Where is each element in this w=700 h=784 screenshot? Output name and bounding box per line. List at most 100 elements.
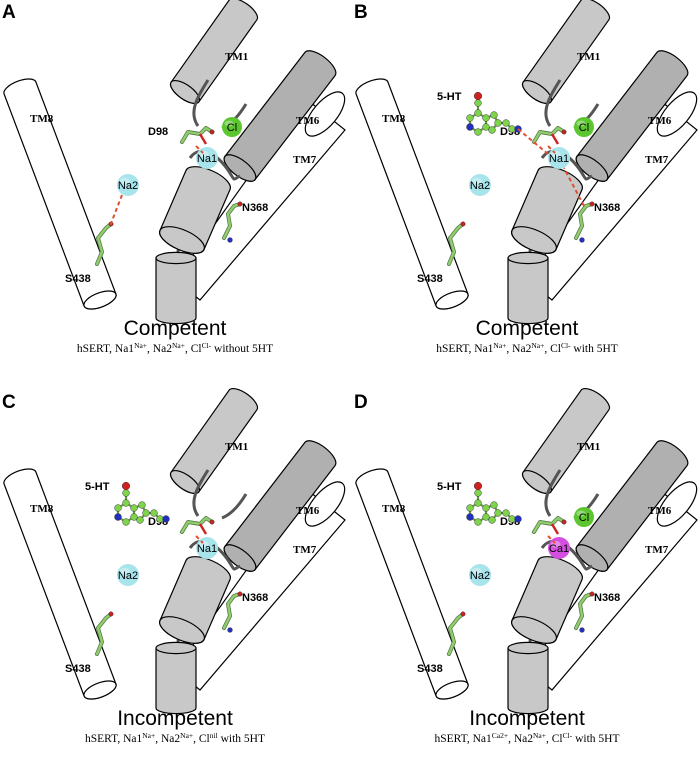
state-label: Competent: [124, 317, 227, 340]
serotonin-hydroxyl-oxygen-atom: [473, 91, 483, 101]
serotonin-carbon-atom: [142, 509, 150, 517]
na2-ion-label: Na2: [470, 180, 490, 192]
serotonin-carbon-atom: [150, 509, 158, 517]
panel-b: BTM8TM7TM1TM6D98Na1ClNa2S438N3685-HTComp…: [354, 0, 698, 355]
d98-oxygen-atom: [209, 519, 215, 525]
serotonin-carbon-atom: [474, 489, 482, 497]
tm1-label: TM1: [577, 51, 600, 63]
caption-text: with 5HT: [218, 733, 265, 745]
s438-label: S438: [417, 663, 443, 675]
tm6-label: TM6: [296, 505, 320, 517]
serotonin-molecule: [114, 481, 170, 526]
d98-carboxyl-bond: [550, 523, 560, 535]
tm1-helix: [521, 0, 611, 105]
tm8-label: TM8: [30, 113, 54, 125]
tm8-label: TM8: [382, 503, 406, 515]
na2-ion: Na2: [117, 564, 139, 586]
caption-text: , Cl: [544, 343, 561, 355]
na2-ion-label: Na2: [118, 570, 138, 582]
panel-letter: B: [354, 2, 368, 23]
bond-s438-na2: [109, 194, 123, 227]
tm1-helix: [521, 387, 611, 495]
tm6-helix: [575, 50, 689, 182]
serotonin-carbon-atom: [136, 516, 144, 524]
tm1-loop: [544, 79, 562, 127]
tm7-helix: [526, 481, 698, 691]
serotonin-carbon-atom: [122, 499, 130, 507]
tm6-helix: [223, 440, 337, 572]
caption-superscript: Na+: [493, 341, 506, 350]
tm1b-helix: [159, 166, 231, 254]
n368-oxygen-atom: [237, 591, 243, 597]
state-label: Competent: [476, 317, 579, 340]
serotonin-carbon-atom: [122, 518, 130, 526]
serotonin-amine-nitrogen-atom: [162, 515, 170, 523]
tm7-helix: [174, 481, 346, 691]
d98-residue: [180, 516, 215, 535]
n368-nitrogen-atom: [579, 237, 585, 243]
d98-carboxyl-bond: [198, 133, 208, 145]
serotonin-ring-nitrogen-atom: [466, 123, 474, 131]
caption-superscript: nil: [210, 731, 218, 740]
serotonin-label: 5-HT: [85, 481, 110, 493]
chloride-ion: Cl: [574, 507, 594, 527]
s438-residue: [447, 611, 466, 656]
tm1-helix: [169, 387, 259, 495]
na2-ion-label: Na2: [470, 570, 490, 582]
site1-ion-label: Na1: [197, 153, 217, 165]
bond-d98-site1: [195, 145, 204, 154]
na2-ion: Na2: [469, 564, 491, 586]
site1-ion-label: Na1: [197, 543, 217, 555]
chloride-ion: Cl: [222, 117, 242, 137]
chloride-ion-label: Cl: [227, 122, 237, 134]
bond-d98-site1: [195, 535, 204, 544]
n368-residue: [574, 591, 595, 633]
serotonin-carbon-atom: [130, 513, 138, 521]
panel-a: ATM8TM7TM1TM6D98Na1ClNa2S438N368Competen…: [2, 0, 346, 355]
caption-text: , Na2: [508, 733, 533, 745]
serotonin-carbon-atom: [502, 119, 510, 127]
tm8-helix: [3, 78, 117, 310]
tm1b-helix: [159, 556, 231, 644]
condition-caption: hSERT, Na1Ca2+, Na2Na+, ClCl- with 5HT: [435, 731, 620, 745]
n368-residue: [574, 201, 595, 243]
caption-text: hSERT, Na1: [77, 343, 134, 355]
serotonin-carbon-atom: [502, 509, 510, 517]
na2-ion-label: Na2: [118, 180, 138, 192]
tm8-helix: [355, 468, 469, 700]
serotonin-carbon-atom: [114, 504, 122, 512]
caption-superscript: Na+: [180, 731, 193, 740]
d98-residue: [180, 126, 215, 145]
n368-label: N368: [594, 202, 620, 214]
site1-ion: Ca1: [548, 537, 570, 559]
tm6-label: TM6: [648, 115, 672, 127]
caption-text: with 5HT: [571, 343, 618, 355]
serotonin-carbon-atom: [482, 504, 490, 512]
caption-text: , Na2: [506, 343, 531, 355]
tm1-tm6-loop: [221, 493, 248, 520]
serotonin-carbon-atom: [488, 516, 496, 524]
panel-letter: D: [354, 392, 368, 413]
panel-c: CTM8TM7TM1TM6D98Na1Na2S438N3685-HTIncomp…: [2, 387, 346, 745]
panel-letter: A: [2, 2, 16, 23]
tm8-label: TM8: [30, 503, 54, 515]
serotonin-carbon-atom: [130, 504, 138, 512]
state-label: Incompetent: [117, 707, 233, 730]
tm1-helix: [169, 0, 259, 105]
bond-n368-site1: [563, 167, 585, 207]
caption-text: , Cl: [185, 343, 202, 355]
s438-residue: [447, 221, 466, 266]
caption-text: , Cl: [546, 733, 563, 745]
state-label: Incompetent: [469, 707, 585, 730]
caption-superscript: Na+: [172, 341, 185, 350]
serotonin-carbon-atom: [474, 518, 482, 526]
serotonin-carbon-atom: [122, 489, 130, 497]
caption-superscript: Na+: [533, 731, 546, 740]
tm8-helix: [355, 78, 469, 310]
tm8-label: TM8: [382, 113, 406, 125]
caption-superscript: Na+: [142, 731, 155, 740]
chloride-ion-label: Cl: [579, 512, 589, 524]
serotonin-carbon-atom: [494, 509, 502, 517]
caption-text: hSERT, Na1: [435, 733, 492, 745]
site1-ion: Na1: [196, 147, 218, 169]
